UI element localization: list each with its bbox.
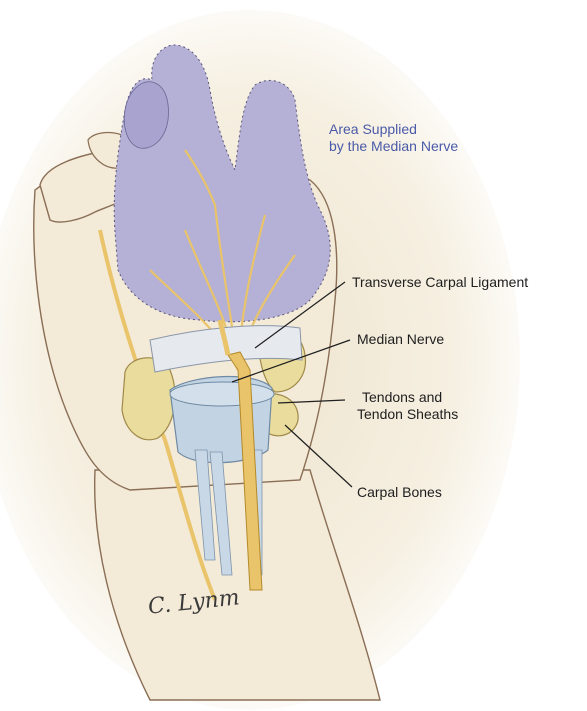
label-area-supplied-line1: Area Supplied bbox=[329, 121, 417, 138]
label-area-supplied-line2: by the Median Nerve bbox=[329, 138, 458, 155]
label-tendons-line1: Tendons and bbox=[362, 389, 442, 406]
label-carpal-bones: Carpal Bones bbox=[357, 484, 442, 501]
label-median-nerve: Median Nerve bbox=[357, 331, 444, 348]
label-tendons-line2: Tendon Sheaths bbox=[357, 406, 458, 423]
label-transverse-carpal-ligament: Transverse Carpal Ligament bbox=[352, 274, 528, 291]
tendon-sheath-rim bbox=[170, 382, 274, 406]
